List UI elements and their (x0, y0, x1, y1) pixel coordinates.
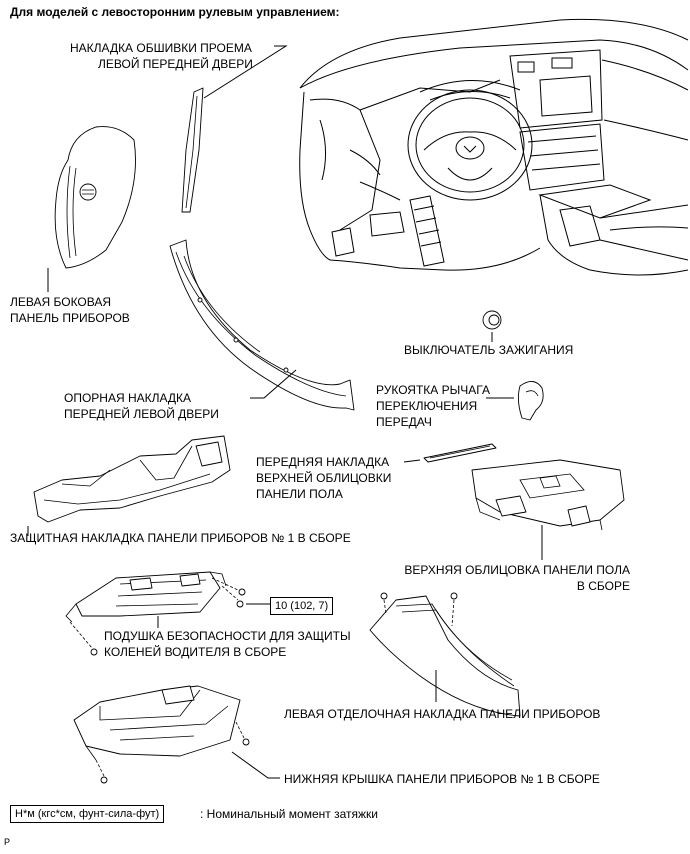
legend-description: : Номинальный момент затяжки (200, 807, 378, 821)
pillar-garnish-part (181, 87, 204, 213)
footer-code: P (4, 837, 11, 847)
label-protector-panel: ЗАЩИТНАЯ НАКЛАДКА ПАНЕЛИ ПРИБОРОВ № 1 В … (10, 531, 351, 545)
label-knee-airbag: ПОДУШКА БЕЗОПАСНОСТИ ДЛЯ ЗАЩИТЫ КОЛЕНЕЙ … (104, 629, 351, 659)
legend-units-box: Н*м (кгс*см, фунт-сила-фут) (10, 805, 165, 823)
label-console-upper: ВЕРХНЯЯ ОБЛИЦОВКА ПАНЕЛИ ПОЛА В СБОРЕ (404, 563, 630, 593)
label-scuff-plate: ОПОРНАЯ НАКЛАДКА ПЕРЕДНЕЙ ЛЕВОЙ ДВЕРИ (64, 391, 219, 421)
ignition-switch-part (482, 310, 502, 342)
label-ignition-switch: ВЫКЛЮЧАТЕЛЬ ЗАЖИГАНИЯ (404, 343, 574, 357)
console-upper-part (471, 459, 625, 531)
label-finish-panel: ЛЕВАЯ ОТДЕЛОЧНАЯ НАКЛАДКА ПАНЕЛИ ПРИБОРО… (284, 707, 601, 721)
label-side-panel: ЛЕВАЯ БОКОВАЯ ПАНЕЛЬ ПРИБОРОВ (10, 295, 130, 325)
label-pillar-garnish: НАКЛАДКА ОБШИВКИ ПРОЕМА ЛЕВОЙ ПЕРЕДНЕЙ Д… (70, 41, 253, 71)
protector-panel-part (33, 435, 231, 523)
scuff-plate-part (169, 239, 355, 411)
finish-panel-part (369, 592, 521, 717)
vehicle-interior-sketch (299, 18, 689, 276)
console-front-garnish-part (423, 443, 497, 463)
lower-cover-part (73, 685, 241, 761)
side-panel-part (47, 126, 136, 292)
label-lower-cover: НИЖНЯЯ КРЫШКА ПАНЕЛИ ПРИБОРОВ № 1 В СБОР… (284, 772, 600, 786)
diagram-header: Для моделей с левосторонним рулевым упра… (10, 5, 340, 19)
torque-spec-box: 10 (102, 7) (270, 597, 334, 615)
label-console-front-garnish: ПЕРЕДНЯЯ НАКЛАДКА ВЕРХНЕЙ ОБЛИЦОВКИ ПАНЕ… (256, 455, 392, 501)
shift-knob-part (517, 381, 544, 421)
knee-airbag-part (65, 571, 227, 623)
airbag-bolts (69, 577, 246, 656)
label-shift-knob: РУКОЯТКА РЫЧАГА ПЕРЕКЛЮЧЕНИЯ ПЕРЕДАЧ (376, 383, 490, 429)
lower-cover-bolts (95, 721, 250, 784)
